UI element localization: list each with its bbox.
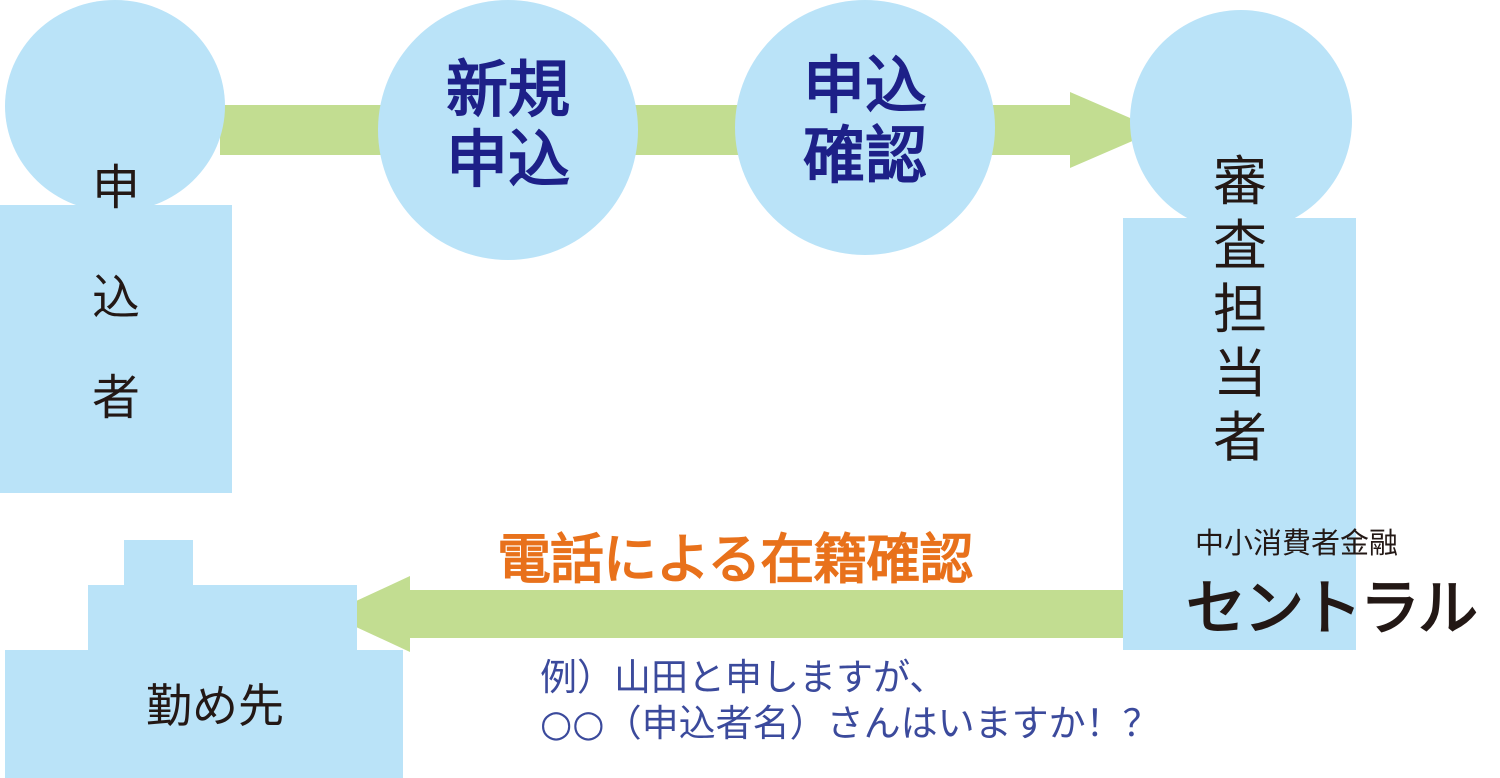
- bottom-arrow-shaft: [405, 590, 1123, 638]
- applicant-body: [0, 205, 232, 493]
- applicant-head: [5, 0, 225, 212]
- step-label: 確認: [802, 118, 927, 192]
- reviewer-char: 担: [1213, 278, 1267, 341]
- top-arrow-head: [1070, 92, 1158, 168]
- workplace-base: [5, 650, 403, 778]
- reviewer-char: 査: [1213, 214, 1267, 277]
- applicant-char: 申: [91, 160, 140, 216]
- workplace-label: 勤め先: [146, 679, 284, 733]
- employment-verification-call-label: 電話による在籍確認: [497, 528, 973, 591]
- step-new-application: 新規 申込: [378, 0, 638, 260]
- applicant-char: 込: [91, 270, 140, 326]
- company-subtitle: 中小消費者金融: [1195, 526, 1399, 560]
- example-dialogue: 例）山田と申しますが、 ○○（申込者名）さんはいますか！？: [540, 655, 1160, 747]
- reviewer-head: [1130, 10, 1352, 232]
- applicant-label: 申 込 者: [66, 148, 166, 428]
- step-application-confirm: 申込 確認: [735, 0, 995, 255]
- reviewer-body: [1123, 218, 1356, 650]
- reviewer-char: 当: [1213, 342, 1267, 405]
- workplace-middle: [88, 585, 357, 655]
- applicant-char: 者: [91, 370, 140, 426]
- step-label: 申込: [802, 48, 927, 122]
- reviewer-label: 審 査 担 当 者: [1190, 150, 1290, 470]
- reviewer-char: 審: [1213, 150, 1267, 213]
- reviewer-char: 者: [1213, 406, 1267, 469]
- example-line: 例）山田と申しますが、: [540, 656, 947, 699]
- step-label: 申込: [445, 123, 570, 196]
- bottom-arrow-head: [328, 576, 410, 652]
- example-line: ○○（申込者名）さんはいますか！？: [540, 702, 1160, 745]
- workplace-tower: [124, 540, 193, 590]
- company-name: セントラル: [1186, 574, 1478, 644]
- step-label: 新規: [445, 53, 570, 126]
